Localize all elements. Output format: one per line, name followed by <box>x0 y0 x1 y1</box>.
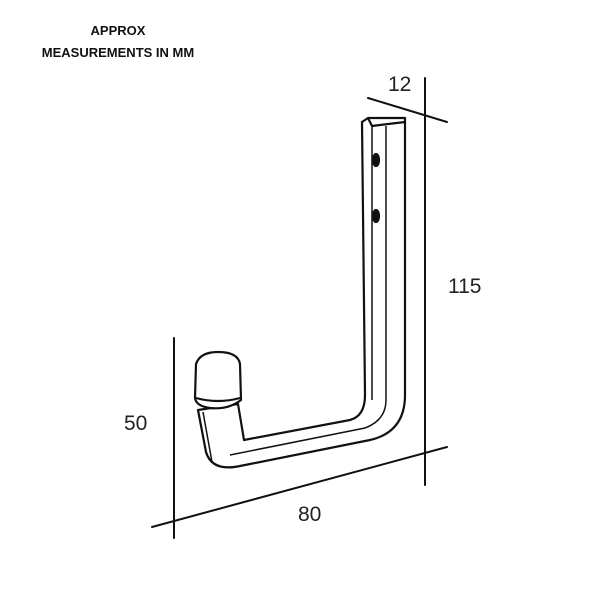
dimension-label-115: 115 <box>448 275 482 298</box>
dimension-label-12: 12 <box>388 73 412 96</box>
dimension-label-80: 80 <box>298 503 322 526</box>
hook-illustration <box>193 116 407 469</box>
title-line-1: APPROX <box>90 23 146 38</box>
title-line-2: MEASUREMENTS IN MM <box>41 45 195 60</box>
dimension-line-12 <box>367 97 448 123</box>
dimension-line-80 <box>151 446 448 528</box>
dimension-label-50: 50 <box>124 412 148 435</box>
